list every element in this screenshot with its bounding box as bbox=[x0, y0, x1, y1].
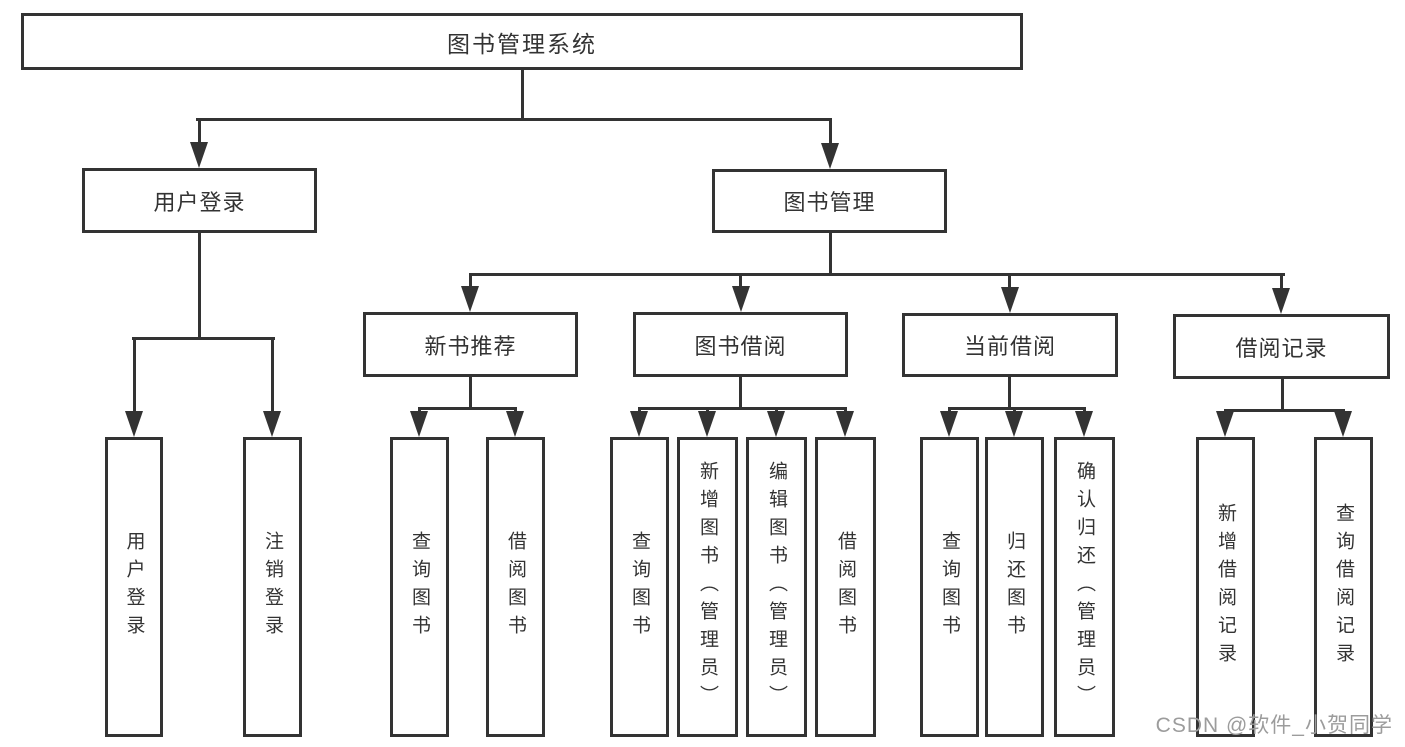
connector-current-borrow-rail bbox=[948, 407, 1086, 410]
arrowhead-nb-query-icon bbox=[410, 411, 428, 437]
connector-new-book-stem bbox=[469, 377, 472, 409]
leaf-cb-query-book-label: 查询图书 bbox=[939, 531, 960, 643]
node-book-management-label: 图书管理 bbox=[783, 190, 876, 215]
arrowhead-bb-query-icon bbox=[630, 411, 648, 437]
node-book-borrow: 图书借阅 bbox=[633, 312, 848, 377]
leaf-bb-add-book-admin: 新增图书（管理员） bbox=[677, 437, 738, 737]
arrowhead-leaf-logout-icon bbox=[263, 411, 281, 437]
csdn-watermark: CSDN @软件_小贺同学 bbox=[1155, 714, 1393, 737]
arrowhead-nb-borrow-icon bbox=[506, 411, 524, 437]
connector-drop-borrow-records bbox=[1280, 275, 1283, 290]
leaf-br-query-record-label: 查询借阅记录 bbox=[1333, 503, 1354, 671]
leaf-nb-query-book: 查询图书 bbox=[390, 437, 449, 737]
arrowhead-bb-edit-icon bbox=[767, 411, 785, 437]
node-current-borrow-label: 当前借阅 bbox=[963, 334, 1056, 359]
connector-book-borrow-rail bbox=[638, 407, 847, 410]
leaf-logout: 注销登录 bbox=[243, 437, 302, 737]
connector-drop-leaf-logout bbox=[271, 339, 274, 413]
arrowhead-bb-borrow-icon bbox=[836, 411, 854, 437]
arrowhead-cb-return-icon bbox=[1005, 411, 1023, 437]
leaf-bb-add-book-admin-label: 新增图书（管理员） bbox=[697, 461, 718, 713]
node-root-label: 图书管理系统 bbox=[447, 30, 597, 57]
node-borrow-records: 借阅记录 bbox=[1173, 314, 1390, 379]
arrowhead-bb-add-icon bbox=[698, 411, 716, 437]
connector-root-stem bbox=[521, 70, 524, 120]
node-root: 图书管理系统 bbox=[21, 13, 1023, 70]
connector-root-rail bbox=[196, 118, 832, 121]
node-new-book-recommend-label: 新书推荐 bbox=[424, 333, 517, 359]
arrowhead-cb-confirm-icon bbox=[1075, 411, 1093, 437]
connector-new-book-rail bbox=[418, 407, 517, 410]
leaf-user-login-label: 用户登录 bbox=[123, 531, 145, 643]
leaf-bb-edit-book-admin-label: 编辑图书（管理员） bbox=[766, 461, 787, 713]
connector-drop-current-borrow bbox=[1008, 275, 1011, 289]
leaf-bb-query-book-label: 查询图书 bbox=[629, 531, 650, 643]
connector-drop-book-borrow bbox=[739, 275, 742, 288]
connector-book-management-rail bbox=[469, 273, 1285, 276]
leaf-br-add-record-label: 新增借阅记录 bbox=[1215, 503, 1236, 671]
leaf-cb-confirm-return-admin-label: 确认归还（管理员） bbox=[1074, 461, 1095, 713]
connector-borrow-records-rail bbox=[1224, 409, 1345, 412]
leaf-nb-borrow-book-label: 借阅图书 bbox=[505, 531, 526, 643]
connector-drop-book-management bbox=[829, 120, 832, 145]
leaf-cb-return-book: 归还图书 bbox=[985, 437, 1044, 737]
connector-drop-leaf-login bbox=[133, 339, 136, 413]
arrowhead-br-add-icon bbox=[1216, 411, 1234, 437]
connector-current-borrow-stem bbox=[1008, 377, 1011, 409]
leaf-nb-query-book-label: 查询图书 bbox=[409, 531, 430, 643]
node-book-management: 图书管理 bbox=[712, 169, 947, 233]
leaf-bb-borrow-book: 借阅图书 bbox=[815, 437, 876, 737]
leaf-bb-edit-book-admin: 编辑图书（管理员） bbox=[746, 437, 807, 737]
node-user-login-label: 用户登录 bbox=[153, 189, 246, 215]
arrowhead-leaf-login-icon bbox=[125, 411, 143, 437]
leaf-bb-query-book: 查询图书 bbox=[610, 437, 669, 737]
node-borrow-records-label: 借阅记录 bbox=[1235, 335, 1328, 361]
arrowhead-current-borrow-icon bbox=[1001, 287, 1019, 313]
arrowhead-book-borrow-icon bbox=[732, 286, 750, 312]
connector-borrow-records-stem bbox=[1281, 379, 1284, 411]
leaf-br-query-record: 查询借阅记录 bbox=[1314, 437, 1373, 737]
node-book-borrow-label: 图书借阅 bbox=[694, 333, 787, 359]
node-current-borrow: 当前借阅 bbox=[902, 313, 1118, 377]
leaf-br-add-record: 新增借阅记录 bbox=[1196, 437, 1255, 737]
node-user-login: 用户登录 bbox=[82, 168, 317, 233]
connector-book-borrow-stem bbox=[739, 377, 742, 409]
connector-book-management-stem bbox=[829, 233, 832, 275]
arrowhead-book-management-icon bbox=[821, 143, 839, 169]
arrowhead-new-book-icon bbox=[461, 286, 479, 312]
connector-user-login-stem bbox=[198, 233, 201, 339]
leaf-bb-borrow-book-label: 借阅图书 bbox=[835, 531, 856, 643]
arrowhead-user-login-icon bbox=[190, 142, 208, 168]
arrowhead-cb-query-icon bbox=[940, 411, 958, 437]
leaf-user-login: 用户登录 bbox=[105, 437, 163, 737]
leaf-cb-confirm-return-admin: 确认归还（管理员） bbox=[1054, 437, 1115, 737]
connector-drop-new-book bbox=[469, 275, 472, 288]
leaf-logout-label: 注销登录 bbox=[262, 531, 283, 643]
arrowhead-borrow-records-icon bbox=[1272, 288, 1290, 314]
leaf-nb-borrow-book: 借阅图书 bbox=[486, 437, 545, 737]
leaf-cb-query-book: 查询图书 bbox=[920, 437, 979, 737]
connector-drop-user-login bbox=[198, 120, 201, 144]
arrowhead-br-query-icon bbox=[1334, 411, 1352, 437]
connector-user-login-rail bbox=[132, 337, 275, 340]
leaf-cb-return-book-label: 归还图书 bbox=[1004, 531, 1025, 643]
node-new-book-recommend: 新书推荐 bbox=[363, 312, 578, 377]
